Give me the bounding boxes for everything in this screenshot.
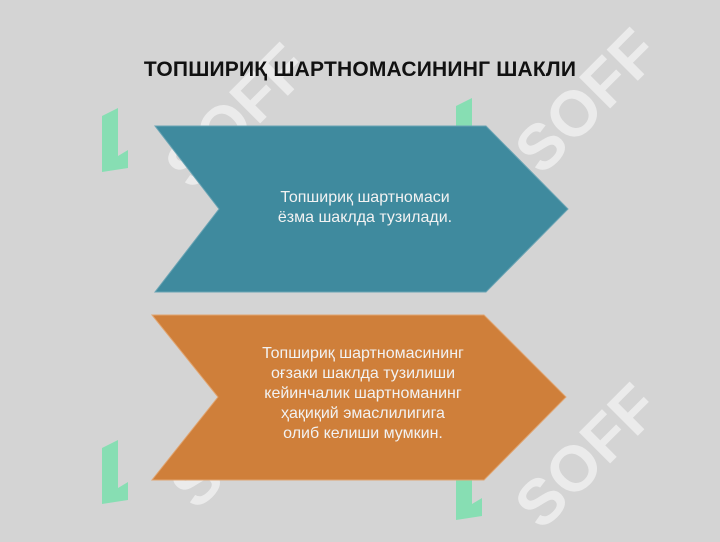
chevron-text-written-form: Топшириқ шартномаси ёзма шаклда тузилади…	[230, 188, 500, 228]
chevron-line: Топшириқ шартномаси	[280, 189, 450, 206]
chevron-line: оғзаки шаклда тузилиши	[270, 365, 456, 382]
chevron-line: кейинчалик шартноманинг	[264, 385, 462, 402]
chevron-shape-oral-form	[150, 314, 567, 481]
chevron-line: ёзма шаклда тузилади.	[277, 209, 453, 226]
watermark-logo-icon	[102, 440, 128, 504]
chevron-line: олиб келиши мумкин.	[283, 425, 443, 442]
slide-title: ТОПШИРИҚ ШАРТНОМАСИНИНГ ШАКЛИ	[143, 58, 577, 81]
chevron-line: ҳақиқий эмаслилигига	[281, 405, 445, 422]
chevron-line: Топшириқ шартномасининг	[262, 345, 464, 362]
chevron-text-oral-form: Топшириқ шартномасининг оғзаки шаклда ту…	[228, 344, 498, 444]
chevron-shape-written-form	[153, 125, 569, 293]
watermark-logo-icon	[102, 108, 128, 172]
